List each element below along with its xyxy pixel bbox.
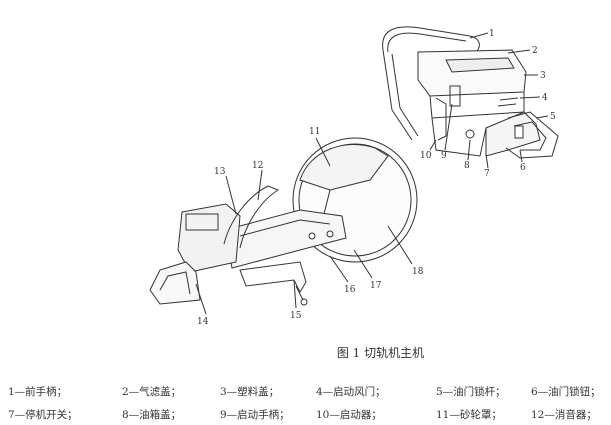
legend-item: 11—砂轮罩； <box>436 409 502 421</box>
callout-9: 9 <box>441 151 447 161</box>
legend-item: 6—油门锁钮； <box>531 386 601 398</box>
legend-item: 2—气滤盖； <box>122 386 182 398</box>
callout-12: 12 <box>252 161 263 171</box>
legend-item: 4—启动风门； <box>316 386 386 398</box>
legend-item: 5—油门锁杆； <box>436 386 506 398</box>
legend-item: 8—油箱盖； <box>122 409 182 421</box>
legend-row-1: 1—前手柄； 2—气滤盖； 3—塑料盖； 4—启动风门； 5—油门锁杆； 6—油… <box>8 384 608 400</box>
callout-11: 11 <box>309 127 320 137</box>
callout-10: 10 <box>420 151 432 161</box>
legend-item: 9—启动手柄； <box>220 409 290 421</box>
callout-7: 7 <box>484 169 490 179</box>
callout-6: 6 <box>520 163 526 173</box>
figure-caption: 图 1 切轨机主机 <box>0 344 611 361</box>
callout-15: 15 <box>290 311 302 321</box>
rail-cutter-drawing: 1 2 3 4 5 6 7 8 9 10 11 12 13 14 15 16 1… <box>149 26 559 327</box>
legend-item: 3—塑料盖； <box>220 386 280 398</box>
callout-18: 18 <box>412 267 424 277</box>
callout-8: 8 <box>464 161 470 171</box>
legend-item: 7—停机开关； <box>8 409 78 421</box>
legend-item: 10—启动器； <box>316 409 382 421</box>
callout-numbers: 1 2 3 4 5 6 7 8 9 10 11 12 13 14 15 16 1… <box>197 29 556 327</box>
callout-1: 1 <box>489 29 495 39</box>
legend-item: 1—前手柄； <box>8 386 68 398</box>
engine-housing-rear-view <box>382 26 559 169</box>
callout-2: 2 <box>532 46 538 56</box>
cutter-side-view <box>149 137 418 315</box>
callout-17: 17 <box>370 281 382 291</box>
figure-caption-text: 图 1 切轨机主机 <box>336 346 425 360</box>
callout-14: 14 <box>197 317 209 327</box>
callout-16: 16 <box>344 285 356 295</box>
callout-5: 5 <box>550 112 556 122</box>
legend-row-2: 7—停机开关； 8—油箱盖； 9—启动手柄； 10—启动器； 11—砂轮罩； 1… <box>8 407 608 423</box>
callout-3: 3 <box>540 71 546 81</box>
callout-4: 4 <box>542 93 548 103</box>
legend-item: 12—消音器； <box>531 409 597 421</box>
callout-13: 13 <box>214 167 226 177</box>
